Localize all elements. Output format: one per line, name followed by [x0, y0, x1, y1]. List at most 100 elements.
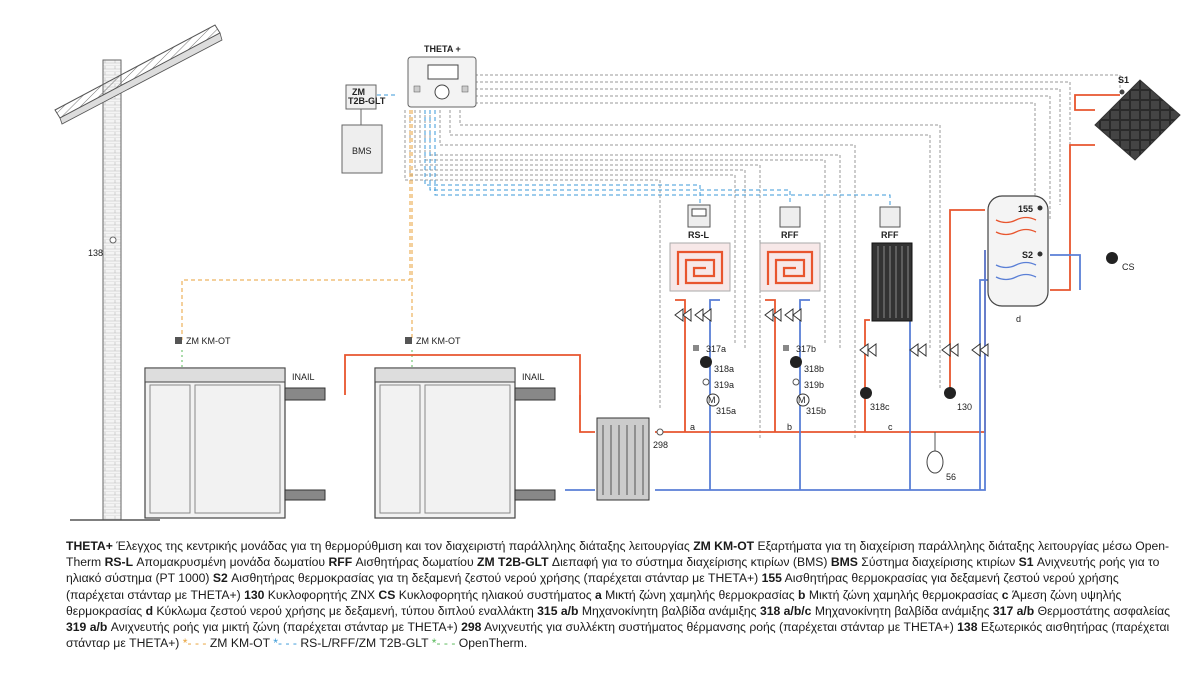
- legend-desc: Αισθητήρας δωματίου: [352, 555, 478, 570]
- label-318a: 318a: [714, 364, 734, 374]
- pipes: [344, 94, 1120, 491]
- legend-desc: Μικτή ζώνη χαμηλής θερμοκρασίας: [601, 587, 799, 602]
- legend-term: BMS: [830, 555, 858, 570]
- legend-term: 317 a/b: [992, 603, 1035, 618]
- legend-key-label: ZM KM-OT: [209, 636, 274, 651]
- expansion-vessel-icon: 56: [926, 432, 956, 482]
- legend-term: CS: [378, 587, 396, 602]
- legend-desc: Ανιχνευτής ροής για το ηλιακό σύστημα (P…: [66, 555, 1160, 586]
- boiler-icon: ZM KM-OT INAIL: [144, 336, 326, 519]
- legend-key-orange: *- - -: [182, 636, 210, 651]
- signal-wires: [181, 74, 1121, 440]
- legend-term: S2: [212, 571, 228, 586]
- inail-label-1: INAIL: [292, 372, 315, 382]
- zone-c-label: c: [888, 422, 893, 432]
- legend-term: 130: [244, 587, 265, 602]
- zone-c-components: 318c: [859, 343, 927, 412]
- pump-icon: [860, 387, 872, 399]
- hydraulic-diagram: 138: [54, 24, 1181, 521]
- zone-b-label: b: [787, 422, 792, 432]
- legend-desc: Μηχανοκίνητη βαλβίδα ανάμιξης: [811, 603, 993, 618]
- legend-key-green: *- - -: [431, 636, 459, 651]
- legend-key-blue: *- - -: [273, 636, 301, 651]
- legend-term: ZM KM-OT: [693, 539, 755, 553]
- motor-valve-icon: [706, 393, 720, 407]
- legend-term: d: [145, 603, 154, 618]
- legend-desc: Διεπαφή για το σύστημα διαχείρισης κτιρί…: [548, 555, 831, 570]
- zm-t2b-glt-module: ZM T2B-GLT: [345, 84, 386, 125]
- sensor-138-label: 138: [88, 248, 103, 258]
- pump-icon: [700, 356, 712, 368]
- legend-desc: Ανιχνευτής ροής για μικτή ζώνη (παρέχετα…: [107, 620, 462, 635]
- legend-term: 318 a/b/c: [759, 603, 812, 618]
- dhw-components: 130: [941, 343, 989, 412]
- house-chimney-icon: 138: [54, 24, 223, 521]
- inail-label-2: INAIL: [522, 372, 545, 382]
- legend-term: a: [594, 587, 602, 602]
- legend-term: THETA+: [66, 539, 113, 553]
- legend-desc: Απομακρυσμένη μονάδα δωματίου: [133, 555, 329, 570]
- pump-icon: [790, 356, 802, 368]
- rff-label-2: RFF: [881, 230, 899, 240]
- motor-valve-icon: [796, 393, 810, 407]
- label-56: 56: [946, 472, 956, 482]
- tank-icon: 155 S2 d CS: [987, 195, 1135, 324]
- label-130: 130: [957, 402, 972, 412]
- legend-desc: Μικτή ζώνη χαμηλής θερμοκρασίας: [805, 587, 1002, 602]
- theta-label: THETA +: [424, 44, 461, 54]
- bms-box: BMS: [341, 124, 383, 174]
- legend-term: 298: [461, 620, 482, 635]
- legend-desc: Κύκλωμα ζεστού νερού χρήσης με δεξαμενή,…: [153, 603, 538, 618]
- motor-label-a: M: [708, 395, 716, 405]
- legend-term: 155: [761, 571, 782, 586]
- legend-term: ZM T2B-GLT: [477, 555, 549, 570]
- legend-term: c: [1001, 587, 1009, 602]
- zone-a-label: a: [690, 422, 695, 432]
- legend-term: b: [798, 587, 806, 602]
- legend-term: RS-L: [104, 555, 134, 570]
- underfloor-coil-icon: [669, 242, 731, 292]
- thermostat-icon: THETA +: [407, 44, 477, 108]
- legend-term: 138: [957, 620, 978, 635]
- rsl-room-unit: RS-L: [687, 204, 711, 240]
- legend-term: S1: [1018, 555, 1034, 570]
- legend-desc: Εξαρτήματα για τη διαχείριση παράλληλης …: [66, 539, 1170, 570]
- heat-exchanger-icon: 298: [596, 417, 668, 501]
- sensor-155-label: 155: [1018, 204, 1033, 214]
- cs-label: CS: [1122, 262, 1135, 272]
- motor-label-b: M: [798, 395, 806, 405]
- label-317a: 317a: [706, 344, 726, 354]
- radiator-icon: [871, 242, 913, 322]
- legend-term: RFF: [328, 555, 353, 570]
- legend-desc: Εξωτερικός αισθητήρας (παρέχεται στάνταρ…: [66, 620, 1170, 651]
- zm-t2b-label-2: T2B-GLT: [348, 96, 386, 106]
- legend-desc: Θερμοστάτης ασφαλείας: [1034, 603, 1170, 618]
- label-318b: 318b: [804, 364, 824, 374]
- label-319a: 319a: [714, 380, 734, 390]
- zm-kmot-label-1: ZM KM-OT: [186, 336, 231, 346]
- zm-kmot-label-2: ZM KM-OT: [416, 336, 461, 346]
- rff-label-1: RFF: [781, 230, 799, 240]
- label-319b: 319b: [804, 380, 824, 390]
- solar-panel-icon: S1: [1094, 75, 1181, 161]
- legend-desc: Αισθητήρας θερμοκρασίας για δεξαμενή ζεσ…: [66, 571, 1119, 602]
- pump-icon: [1106, 252, 1118, 264]
- label-315b: 315b: [806, 406, 826, 416]
- boiler-icon: ZM KM-OT INAIL: [374, 336, 556, 519]
- bms-label: BMS: [352, 146, 372, 156]
- s1-label: S1: [1118, 75, 1129, 85]
- legend-desc: Άμεση ζώνη υψηλής θερμοκρασίας: [66, 587, 1122, 618]
- underfloor-coil-icon: [759, 242, 821, 292]
- legend: THETA+ Έλεγχος της κεντρικής μονάδας για…: [66, 538, 1176, 651]
- legend-desc: Κυκλοφορητής ηλιακού συστήματος: [395, 587, 595, 602]
- legend-term: 319 a/b: [66, 620, 108, 635]
- zm-t2b-label-1: ZM: [352, 87, 365, 97]
- legend-desc: Κυκλοφορητής ZNX: [264, 587, 379, 602]
- label-317b: 317b: [796, 344, 816, 354]
- legend-desc: Ανιχνευτής για συλλέκτη συστήματος θέρμα…: [481, 620, 958, 635]
- legend-term: 315 a/b: [537, 603, 579, 618]
- legend-desc: Αισθητήρας θερμοκρασίας για τη δεξαμενή …: [227, 571, 762, 586]
- legend-desc: Έλεγχος της κεντρικής μονάδας για τη θερ…: [112, 539, 694, 553]
- legend-key-label: RS-L/RFF/ZM T2B-GLT: [300, 636, 432, 651]
- legend-desc: Σύστημα διαχείρισης κτιρίων: [857, 555, 1019, 570]
